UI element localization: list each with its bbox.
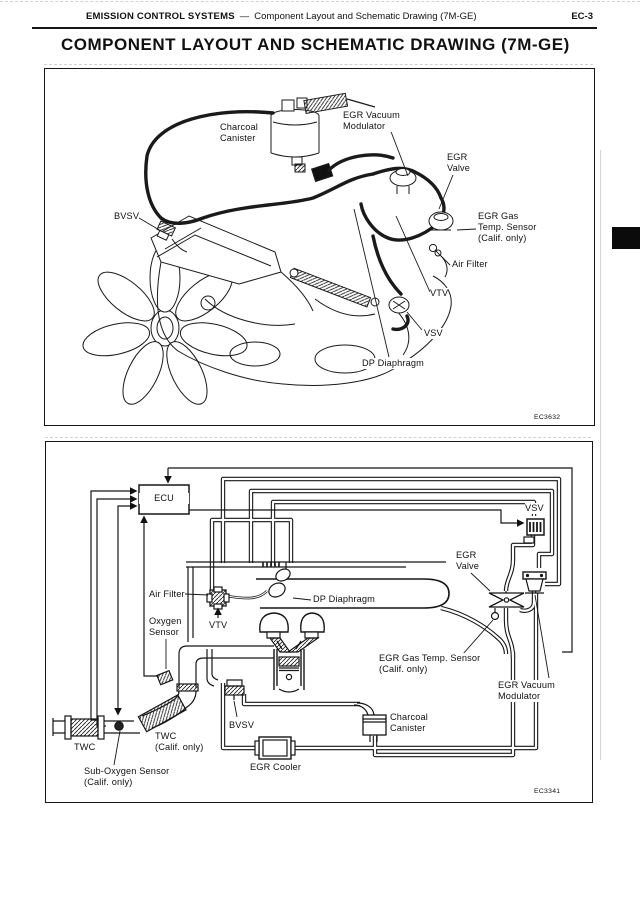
sub-oxygen-sensor-symbol <box>114 721 124 731</box>
figure-code: EC3632 <box>534 414 561 421</box>
figure-code: EC3341 <box>534 788 561 795</box>
page-header: EMISSION CONTROL SYSTEMS — Component Lay… <box>86 11 593 22</box>
scan-noise-fig2 <box>45 437 591 439</box>
label-bvsv: BVSV <box>229 720 255 731</box>
fig1-leader-lines <box>138 128 477 358</box>
exhaust-system <box>52 645 274 740</box>
label-air-filter: Air Filter <box>452 259 488 270</box>
label-vtv: VTV <box>430 288 449 299</box>
pipes-core <box>210 477 561 757</box>
header-dash: — <box>239 11 250 22</box>
label-egr-valve: EGR Valve <box>456 550 480 572</box>
label-egr-valve: EGR Valve <box>447 152 471 174</box>
page-number: EC-3 <box>571 11 593 22</box>
label-dp-diaphragm: DP Diaphragm <box>362 358 424 369</box>
component-layout-figure: Charcoal Canister EGR Vacuum Modulator E… <box>44 68 595 426</box>
dp-diaphragm-symbol <box>268 562 291 598</box>
scan-artifact-line <box>600 150 601 760</box>
egr-gas-temp-sensor-symbol <box>490 608 500 621</box>
charcoal-canister-drawing <box>270 92 376 173</box>
label-ecu: ECU <box>139 493 189 504</box>
header-rule <box>32 27 597 29</box>
label-vsv: VSV <box>525 503 544 514</box>
label-bvsv: BVSV <box>114 211 140 222</box>
label-dp-diaphragm: DP Diaphragm <box>313 594 375 605</box>
label-vtv: VTV <box>209 620 228 631</box>
scan-noise-fig1 <box>44 64 593 66</box>
label-egr-gas-temp-sensor: EGR Gas Temp. Sensor (Calif. only) <box>379 653 481 675</box>
label-twc-calif: TWC (Calif. only) <box>155 731 204 753</box>
engine-fan <box>82 243 248 405</box>
engine-block <box>150 162 452 386</box>
header-section: EMISSION CONTROL SYSTEMS <box>86 11 235 22</box>
egr-cooler-symbol <box>254 736 296 760</box>
label-vsv: VSV <box>424 328 443 339</box>
intake-rail <box>186 561 446 642</box>
bvsv-drawing <box>156 220 188 253</box>
dp-diaphragm-drawing <box>289 267 380 308</box>
section-thumb-tab <box>612 227 640 249</box>
air-filter-drawing <box>428 243 448 278</box>
vsv-drawing <box>388 296 410 314</box>
label-egr-gas-temp-sensor: EGR Gas Temp. Sensor (Calif. only) <box>478 211 537 244</box>
bvsv-symbol <box>206 649 245 700</box>
egr-vacuum-modulator-symbol <box>522 571 547 594</box>
intake-plenum <box>256 578 450 609</box>
label-charcoal-canister: Charcoal Canister <box>220 122 258 144</box>
page-title: COMPONENT LAYOUT AND SCHEMATIC DRAWING (… <box>61 35 570 54</box>
label-egr-cooler: EGR Cooler <box>250 762 302 773</box>
engine-illustration <box>82 92 477 405</box>
header-subtitle: Component Layout and Schematic Drawing (… <box>254 11 477 22</box>
charcoal-canister-symbol <box>353 702 387 742</box>
scan-noise-top <box>0 1 640 3</box>
vsv-box <box>523 518 545 544</box>
label-twc: TWC <box>74 742 96 753</box>
egr-valve-symbol <box>488 591 525 608</box>
vacuum-hoses <box>144 109 446 332</box>
label-air-filter: Air Filter <box>149 589 185 600</box>
label-egr-vacuum-modulator: EGR Vacuum Modulator <box>498 680 555 702</box>
engine-cross-section <box>259 612 325 693</box>
schematic-figure: ECU VSV EGR Valve Air Filter DP Diaphrag… <box>45 441 593 803</box>
air-filter-symbol <box>206 586 230 610</box>
egr-valve-drawing <box>428 211 454 231</box>
label-charcoal-canister: Charcoal Canister <box>390 712 428 734</box>
fig2-leader-lines <box>113 572 550 766</box>
vacuum-schematic <box>52 467 573 766</box>
label-oxygen-sensor: Oxygen Sensor <box>149 616 182 638</box>
label-sub-oxygen-sensor: Sub-Oxygen Sensor (Calif. only) <box>84 766 170 788</box>
egr-vacuum-modulator-drawing <box>389 168 417 194</box>
label-egr-vacuum-modulator: EGR Vacuum Modulator <box>343 110 400 132</box>
